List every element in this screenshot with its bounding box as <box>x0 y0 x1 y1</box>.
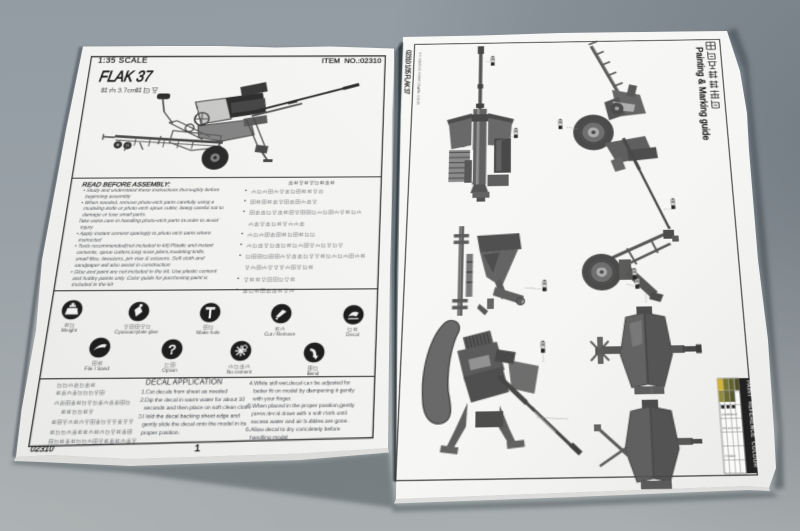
svg-text:70.8: 70.8 <box>724 454 731 458</box>
svg-text:H27: H27 <box>732 413 739 417</box>
svg-text:XF60: XF60 <box>733 426 741 430</box>
svg-text:?: ? <box>167 343 176 357</box>
svg-text:-: - <box>723 441 725 445</box>
svg-text:H317: H317 <box>721 413 729 417</box>
svg-text:4B0: 4B0 <box>730 454 737 458</box>
svg-text:305: 305 <box>722 427 728 431</box>
svg-text:-: - <box>735 454 737 458</box>
svg-text:-: - <box>734 440 736 444</box>
svg-text:112: 112 <box>728 427 734 431</box>
svg-text:H52: H52 <box>727 413 734 417</box>
svg-text:-: - <box>729 441 731 445</box>
